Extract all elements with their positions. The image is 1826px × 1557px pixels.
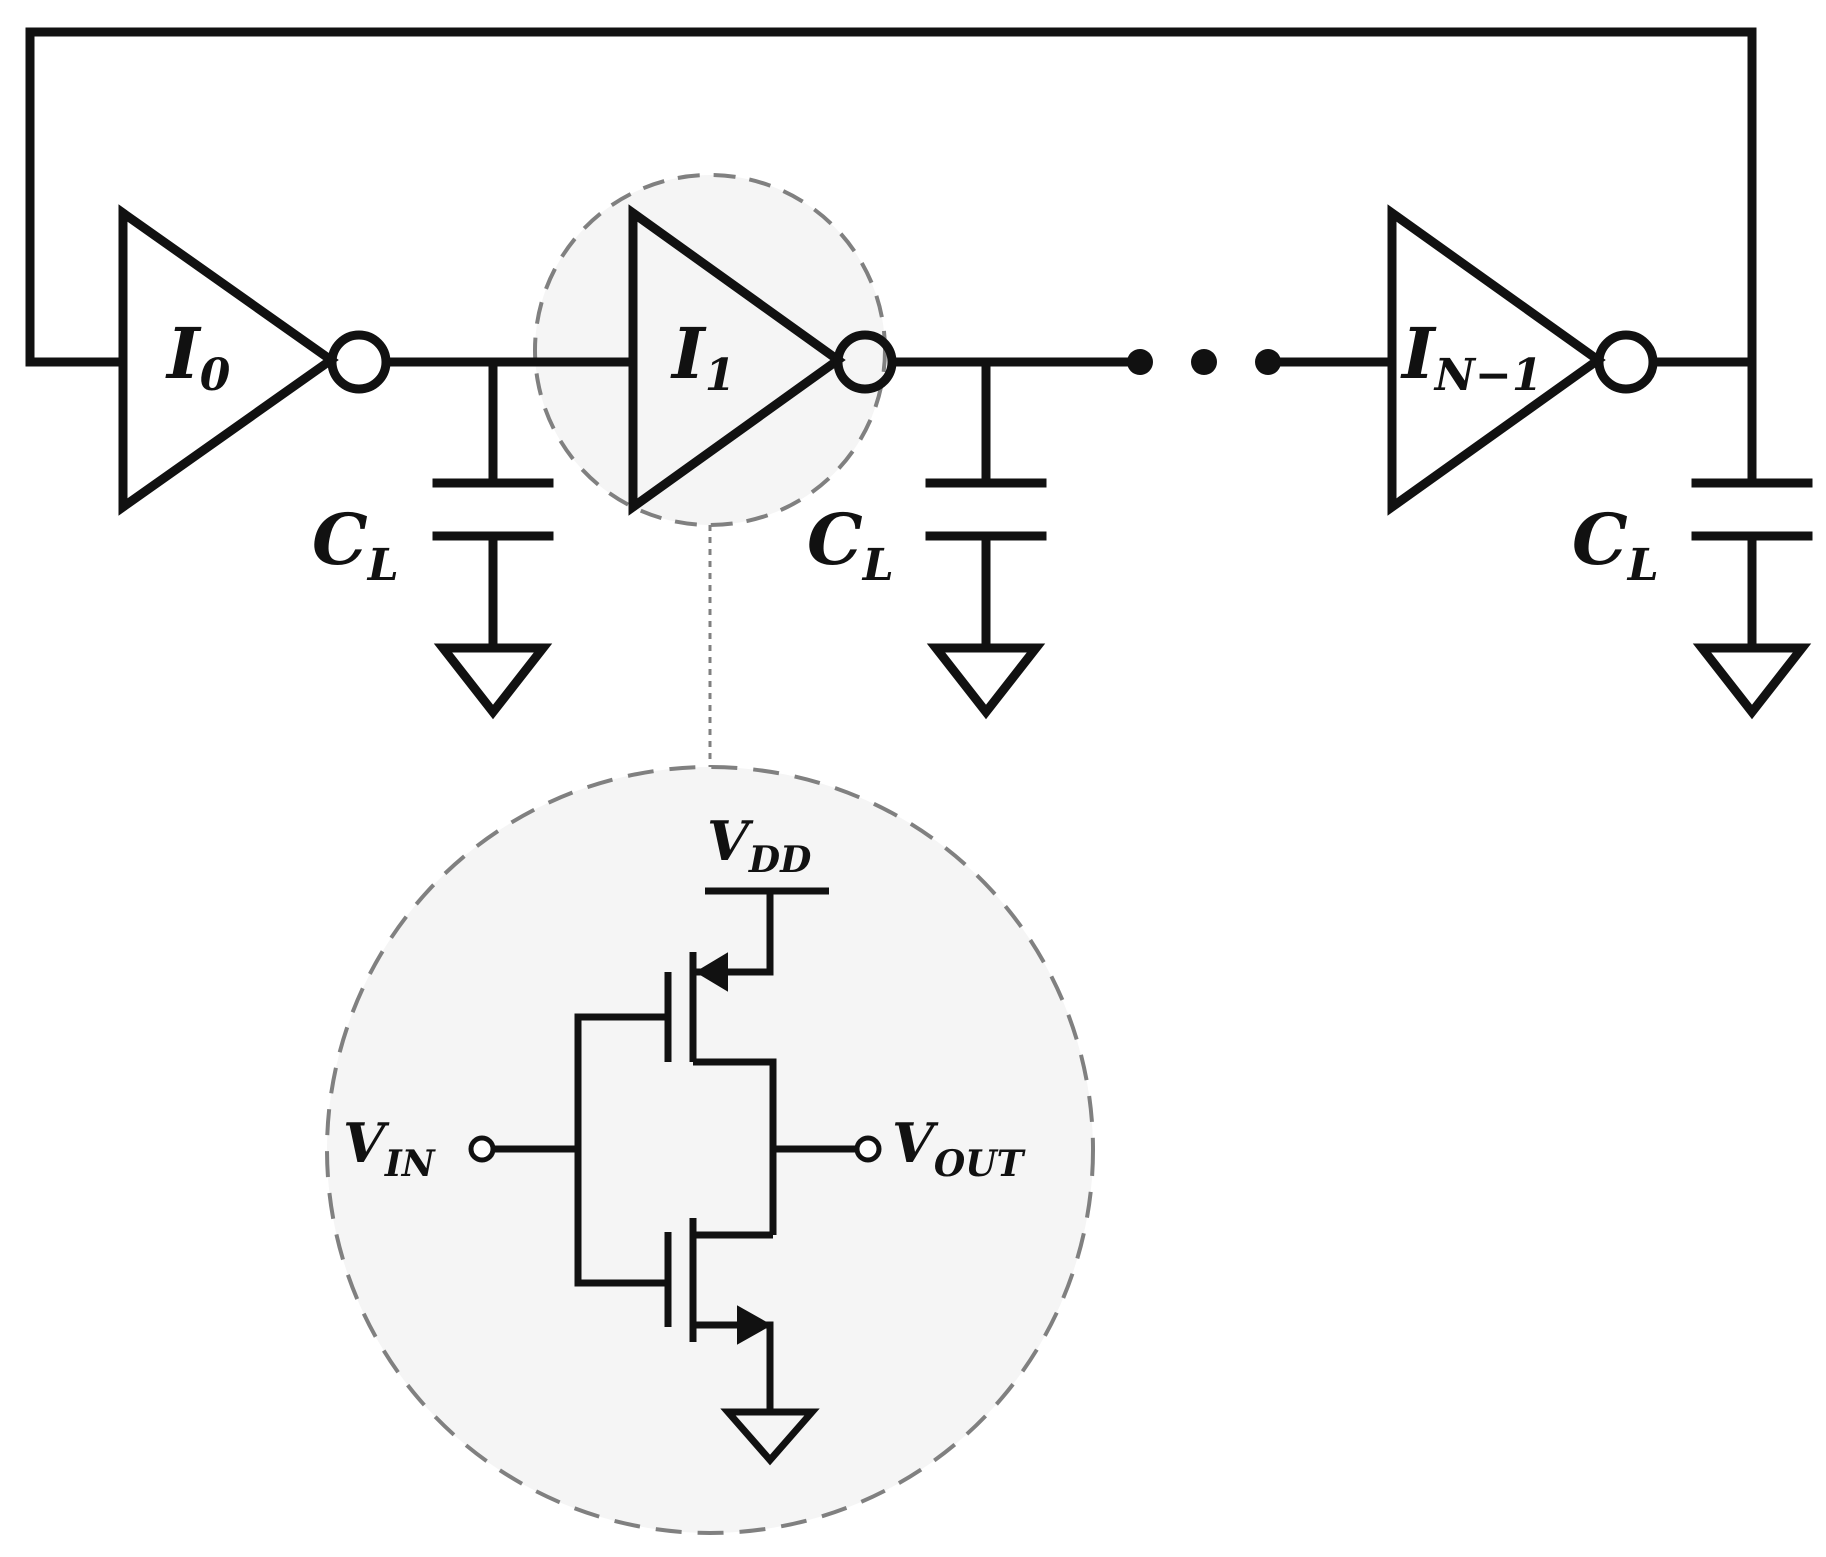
load-capacitor-n bbox=[1691, 357, 1813, 720]
inverter-1-label: I1 bbox=[670, 312, 735, 401]
inverter-n-bubble bbox=[1594, 330, 1658, 394]
ground-icon bbox=[926, 643, 1046, 720]
feedback-wire bbox=[25, 27, 1757, 367]
ellipsis-dot bbox=[1127, 349, 1153, 375]
vin-terminal bbox=[468, 1135, 496, 1163]
inverter-0-bubble bbox=[327, 330, 391, 394]
vdd-label: VDD bbox=[707, 809, 811, 881]
vout-label: VOUT bbox=[892, 1111, 1026, 1185]
pmos-arrow-icon bbox=[695, 952, 728, 992]
inverter-n-label: IN−1 bbox=[1400, 312, 1542, 401]
ellipsis-dot bbox=[1191, 349, 1217, 375]
capacitor-0-label: CL bbox=[312, 498, 399, 591]
inverter-0-label: I0 bbox=[165, 312, 231, 401]
capacitor-n-label: CL bbox=[1572, 498, 1659, 591]
vin-label: VIN bbox=[343, 1111, 437, 1185]
inverter-0-symbol bbox=[118, 204, 339, 516]
nmos-transistor bbox=[664, 1218, 820, 1466]
ground-icon bbox=[1692, 643, 1812, 720]
ground-icon bbox=[433, 643, 553, 720]
inverter-1-symbol bbox=[628, 204, 846, 516]
inverter-n-symbol bbox=[1387, 204, 1606, 516]
pmos-transistor bbox=[664, 891, 777, 1235]
nmos-arrow-icon bbox=[737, 1305, 773, 1345]
ground-icon bbox=[720, 1408, 820, 1466]
capacitor-1-label: CL bbox=[807, 498, 894, 591]
load-capacitor-1 bbox=[925, 357, 1047, 720]
cmos-detail-circle bbox=[325, 765, 1095, 1535]
load-capacitor-0 bbox=[432, 357, 554, 720]
vout-terminal bbox=[854, 1135, 882, 1163]
